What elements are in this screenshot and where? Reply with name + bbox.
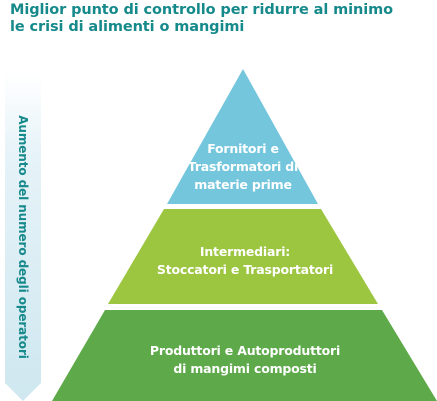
pyramid-tier-middle [108,209,378,304]
tier-top-label: Fornitori e Trasformatori di materie pri… [158,140,328,194]
tier-top-line-2: Trasformatori di [187,159,299,174]
tier-bottom-label: Produttori e Autoproduttori di mangimi c… [130,342,360,378]
increase-arrow [5,73,41,401]
pyramid-tier-top [167,69,318,204]
tier-top-line-1: Fornitori e [207,141,279,156]
pyramid-tier-bottom [52,310,437,401]
title-line-2: le crisi di alimenti o mangimi [10,19,245,35]
tier-bottom-line-2: di mangimi composti [173,361,317,376]
tier-top-line-3: materie prime [194,177,292,192]
tier-middle-line-1: Intermediari: [199,244,291,259]
tier-bottom-line-1: Produttori e Autoproduttori [149,343,341,358]
diagram-title: Miglior punto di controllo per ridurre a… [10,2,430,36]
increase-arrow-shape [5,73,41,401]
tier-middle-line-2: Stoccatori e Trasportatori [156,262,334,277]
title-line-1: Miglior punto di controllo per ridurre a… [10,2,393,18]
tier-middle-label: Intermediari: Stoccatori e Trasportatori [130,243,360,279]
